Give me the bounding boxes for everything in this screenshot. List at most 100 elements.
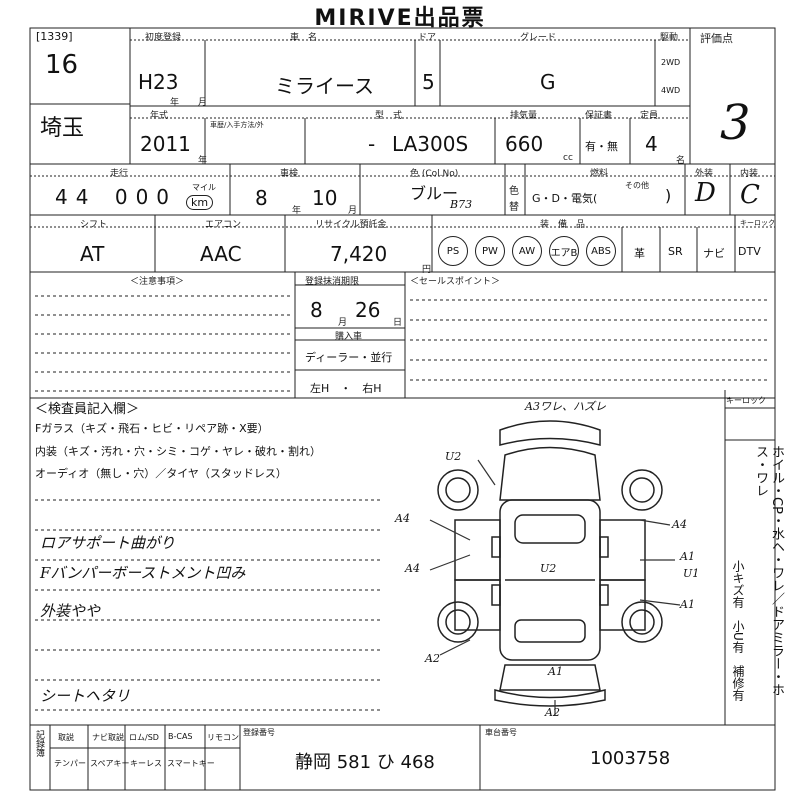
label-remark-small: 車歴/入手方法/外 <box>210 121 264 129</box>
cc-unit: cc <box>563 153 573 163</box>
diagram-mark: U1 <box>683 567 700 580</box>
label-frame-no: 車台番号 <box>485 728 517 737</box>
year-unit: 年 <box>198 156 208 166</box>
form-frame <box>29 27 776 791</box>
handwritten-note: ロアサポート曲がり <box>40 534 176 552</box>
equip-navi: ナビ <box>703 247 725 260</box>
inspection-month: 10 <box>312 186 338 210</box>
label-records: 記録簿 <box>34 730 44 757</box>
label-score: 評価点 <box>700 32 733 45</box>
exterior-grade: D <box>695 178 716 208</box>
fuel-other: その他 <box>625 181 649 190</box>
label-notes: ＜注意事項＞ <box>130 277 185 287</box>
side-note-parts: ホイル・CP・水ヘ・ワレ／ドアミラー・ホス・ワレ <box>753 445 784 696</box>
recycle-value: 7,420 <box>330 242 388 266</box>
label-type: 型 式 <box>375 111 403 121</box>
dealer-value: ディーラー・並行 <box>305 351 393 364</box>
model-dash: - <box>368 132 376 156</box>
diagram-mark: A2 <box>425 652 440 665</box>
bottom-item: ナビ取説 <box>92 733 124 742</box>
lot-day: 16 <box>45 50 79 80</box>
bottom-item: リモコン <box>207 733 239 742</box>
inspection-year-unit: 年 <box>292 206 302 216</box>
label-equipment: 装 備 品 <box>540 220 586 230</box>
fuel-value: G・D・電気( <box>532 192 598 205</box>
bottom-item: スペアキー <box>90 759 130 768</box>
equip-sr: SR <box>668 245 683 258</box>
color-word: 色 <box>509 186 519 197</box>
bottom-item: スマートキー <box>167 759 215 768</box>
car-diagram <box>437 420 663 707</box>
person-unit: 名 <box>676 156 686 166</box>
bottom-item: キーレス <box>130 759 162 768</box>
label-exterior: 外装 <box>695 169 714 179</box>
diagram-mark: A3ワレ、ハズレ <box>525 400 606 413</box>
drive-2wd: 2WD <box>661 58 681 67</box>
handle-value: 左H ・ 右H <box>310 382 382 395</box>
form-title: MIRIVE出品票 <box>314 6 486 31</box>
diagram-mark: A1 <box>680 598 695 611</box>
mileage-digit: 0 <box>135 185 157 209</box>
label-interior: 内装 <box>740 169 759 179</box>
deadline-day: 26 <box>355 298 381 322</box>
repaint-word: 替 <box>509 202 519 213</box>
side-note-repair: 小キズ有 小U有 補修有 <box>731 560 745 701</box>
mileage-unit: km <box>186 195 214 210</box>
equip-ps: PS <box>438 236 468 266</box>
month-unit: 月 <box>198 98 208 108</box>
deadline-month-unit: 月 <box>338 318 348 328</box>
model-value: LA300S <box>392 132 469 156</box>
label-inspector: ＜検査員記入欄＞ <box>35 402 140 417</box>
inspection-note-interior: 内装（キズ・汚れ・穴・シミ・コゲ・ヤレ・破れ・割れ） <box>35 445 321 458</box>
label-deadline: 登録抹消期限 <box>305 277 360 287</box>
displacement-value: 660 <box>505 132 544 156</box>
lot-place: 埼玉 <box>40 116 85 141</box>
label-car-name: 車 名 <box>290 33 318 43</box>
label-purchase: 購入車 <box>335 332 363 342</box>
inspection-month-unit: 月 <box>348 206 358 216</box>
color-number: B73 <box>450 198 473 211</box>
fuel-close: ) <box>665 186 672 205</box>
bottom-item: ロム/SD <box>129 733 159 742</box>
score-value: 3 <box>720 95 751 151</box>
equip-pw: PW <box>475 236 505 266</box>
label-reg-year: 初度登録 <box>145 33 182 43</box>
label-vehicle: 車検 <box>280 169 299 179</box>
aircon-value: AAC <box>200 242 242 266</box>
diagram-mark: A1 <box>680 550 695 563</box>
registration-value: H23 <box>138 70 179 94</box>
shift-value: AT <box>80 242 105 266</box>
deadline-month: 8 <box>310 298 323 322</box>
label-model-year: 年式 <box>150 111 169 121</box>
mileage-unit-top: マイル <box>192 183 216 192</box>
mileage-value: 44 000 <box>55 185 177 209</box>
handwritten-note: Fバンパーボーストメント凹み <box>40 564 246 582</box>
diagram-mark: A4 <box>395 512 410 525</box>
bottom-item: 取説 <box>58 733 74 742</box>
doors-value: 5 <box>422 70 435 94</box>
bottom-item: テンパー <box>54 759 86 768</box>
label-shift: シフト <box>80 220 108 230</box>
car-name-value: ミライース <box>275 74 374 98</box>
mileage-digit: 0 <box>156 185 178 209</box>
diagram-mark: A1 <box>548 665 563 678</box>
equip-aw: AW <box>512 236 542 266</box>
era-unit: 年 <box>170 98 180 108</box>
label-displacement: 排気量 <box>510 111 538 121</box>
label-capacity: 定員 <box>640 111 659 121</box>
inspection-year: 8 <box>255 186 268 210</box>
warranty-value: 有・無 <box>585 140 618 153</box>
diagram-mark: A2 <box>545 706 560 719</box>
diagram-mark: U2 <box>445 450 462 463</box>
diagram-mark: U2 <box>540 562 557 575</box>
label-aircon: エアコン <box>205 220 242 230</box>
frame-number: 1003758 <box>590 748 671 769</box>
year-value: 2011 <box>140 132 191 156</box>
label-keylock: キーロック <box>726 396 766 405</box>
drive-4wd: 4WD <box>661 86 681 95</box>
capacity-value: 4 <box>645 132 658 156</box>
equip-abs: ABS <box>586 236 616 266</box>
mileage-digit: 4 <box>75 185 97 209</box>
label-fuel: 燃料 <box>590 169 609 179</box>
